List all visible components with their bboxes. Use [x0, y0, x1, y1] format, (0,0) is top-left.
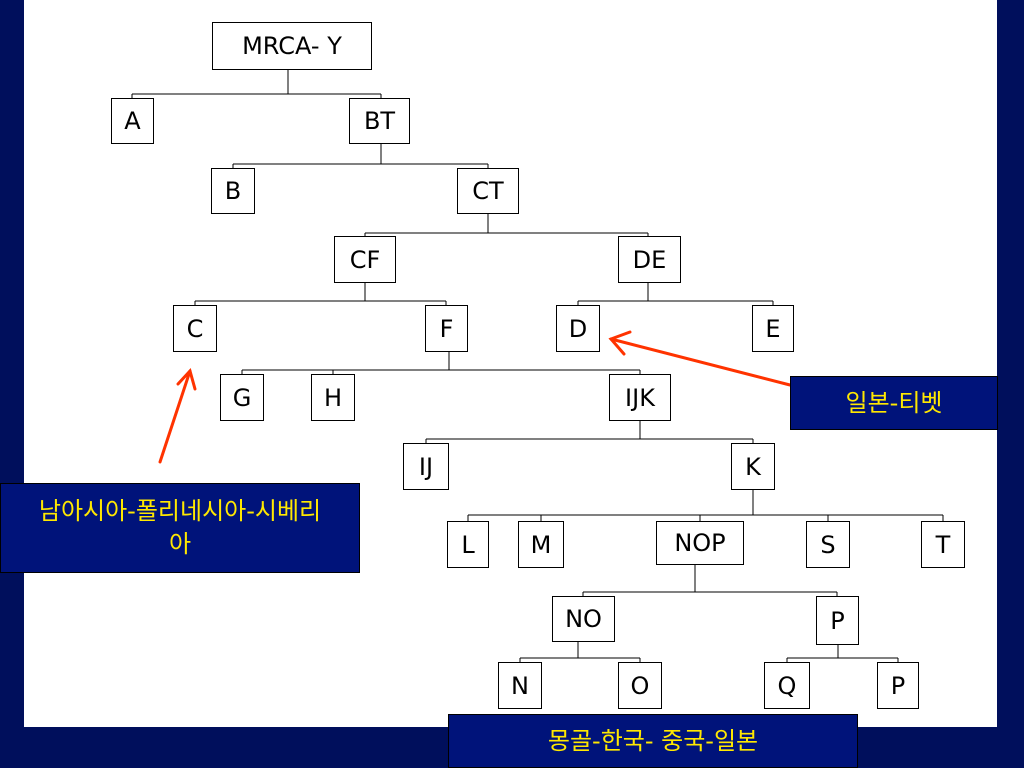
node-l: L [447, 521, 489, 568]
node-ij: IJ [403, 443, 449, 490]
edge-ijk [425, 421, 754, 443]
node-de: DE [618, 236, 681, 283]
node-mrca-y: MRCA- Y [212, 22, 372, 70]
node-n: N [498, 662, 542, 709]
node-ct: CT [457, 168, 519, 214]
edge-nop [582, 565, 838, 596]
node-nop: NOP [656, 521, 744, 565]
node-no: NO [552, 596, 615, 642]
node-ijk: IJK [609, 374, 671, 421]
arrow-south-asia-head [176, 368, 197, 391]
node-cf: CF [334, 236, 396, 283]
node-p2: P [877, 662, 919, 709]
node-h: H [311, 374, 355, 421]
node-o: O [618, 662, 662, 709]
label-japan-tibet: 일본-티벳 [790, 376, 998, 430]
node-b: B [211, 168, 255, 214]
edge-bt [232, 144, 489, 168]
node-d: D [556, 305, 600, 352]
node-f: F [425, 305, 468, 352]
edge-root [131, 70, 382, 98]
node-a: A [111, 98, 154, 144]
node-s: S [806, 521, 850, 568]
label-south-asia-polynesia-siberia: 남아시아-폴리네시아-시베리아 [0, 483, 360, 573]
node-k: K [731, 443, 775, 490]
label-mongol-korea-china-japan: 몽골-한국- 중국-일본 [448, 714, 858, 768]
arrow-japan-tibet-head [608, 330, 632, 356]
edge-k [467, 490, 944, 521]
node-p: P [816, 596, 859, 645]
edge-no [519, 642, 641, 662]
edge-cf [194, 283, 447, 305]
edge-p [786, 645, 899, 662]
node-g: G [220, 374, 264, 421]
node-t: T [921, 521, 965, 568]
arrow-south-asia [158, 369, 192, 464]
node-c: C [173, 305, 217, 352]
node-q: Q [764, 662, 810, 709]
arrow-japan-tibet [609, 337, 792, 387]
node-m: M [518, 521, 564, 568]
edge-f [241, 352, 641, 374]
edge-ct [364, 214, 649, 236]
node-e: E [752, 305, 794, 352]
node-bt: BT [349, 98, 410, 144]
edge-de [577, 283, 774, 305]
